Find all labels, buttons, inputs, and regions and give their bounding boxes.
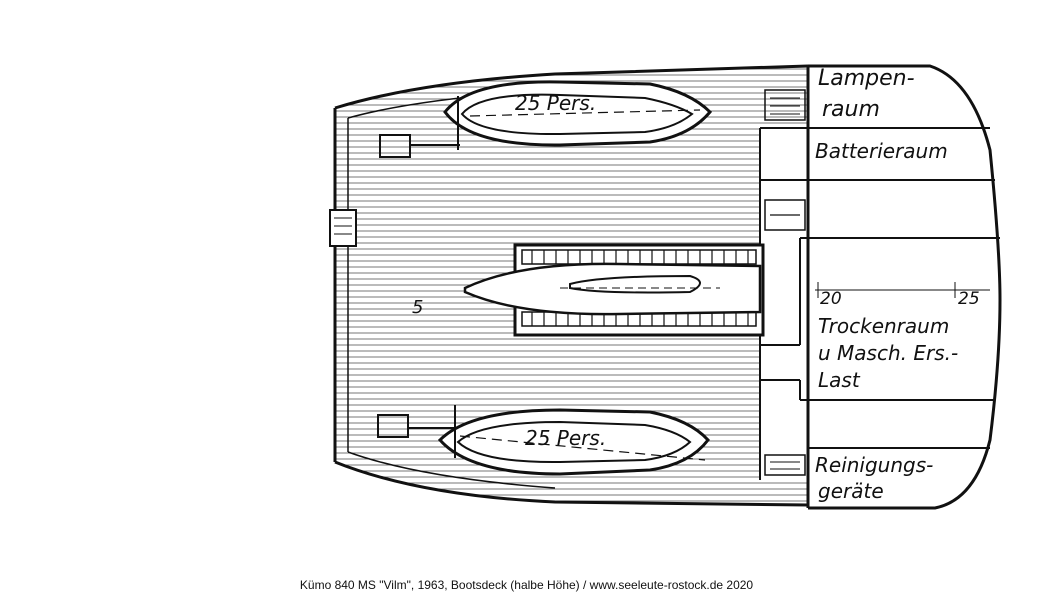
lifeboat-top [379, 80, 713, 158]
central-hatch [463, 243, 765, 337]
label-batterieraum: Batterieraum [815, 139, 948, 163]
label-reinigung-1: Reinigungs- [815, 453, 933, 477]
label-boat-bottom: 25 Pers. [525, 426, 606, 450]
label-reinigung-2: geräte [818, 479, 884, 503]
lifeboat-bottom [377, 405, 710, 476]
label-lampenraum-1: Lampen- [818, 66, 915, 91]
label-trockenraum-2: u Masch. Ers.- [818, 341, 958, 365]
label-lampenraum-2: raum [822, 97, 880, 122]
label-frame-20: 20 [820, 289, 842, 309]
figure-caption: Kümo 840 MS "Vilm", 1963, Bootsdeck (hal… [299, 578, 754, 592]
left-door [329, 209, 357, 247]
room-labels: Lampen- raum Batterieraum 20 25 Trockenr… [412, 66, 980, 503]
deckhouse-outline [759, 64, 1002, 510]
label-boat-top: 25 Pers. [515, 91, 596, 115]
label-trockenraum-1: Trockenraum [818, 314, 949, 338]
label-deck-mark: 5 [412, 297, 423, 318]
label-frame-25: 25 [958, 289, 980, 309]
label-trockenraum-3: Last [818, 368, 861, 392]
